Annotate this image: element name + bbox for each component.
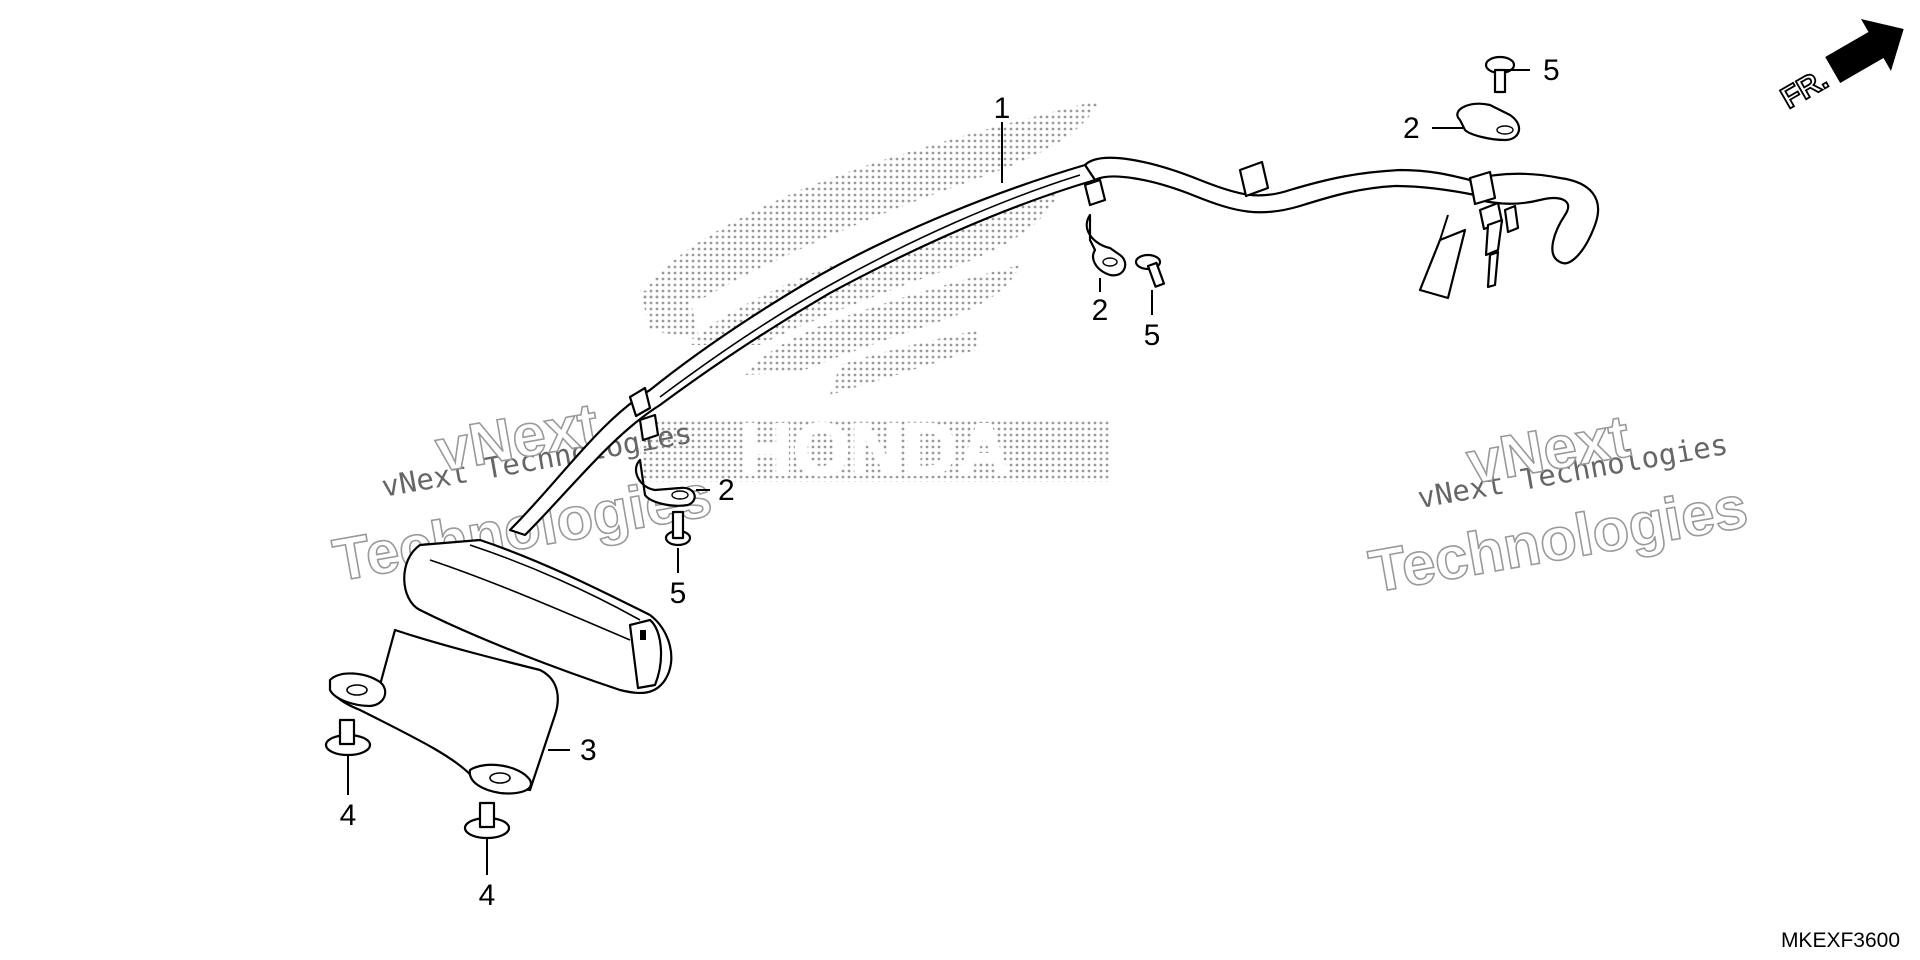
screw-2 [1134,253,1166,288]
front-direction-arrow: FR. [1775,19,1904,116]
callout-5-top: 5 [1543,54,1560,87]
screw-1 [1484,55,1516,94]
harness-band [1238,160,1270,198]
watermark-right: vNext Technologies vNext Technologies [1363,402,1753,607]
bolt-1 [324,718,372,757]
callout-4-left: 4 [340,799,357,832]
connector-boot [1418,228,1467,300]
harness-clamp-1 [1085,213,1127,277]
harness-band-lower [628,386,652,418]
arrow-icon [1825,19,1904,83]
callout-4-right: 4 [479,879,496,912]
license-light-unit [403,538,673,695]
wire-harness [508,156,1600,537]
bolt-2 [463,801,511,840]
honda-wordmark: HONDA [739,408,1010,491]
harness-clamp-2 [634,458,696,507]
connector-plug [1484,218,1504,257]
callout-2-lower: 2 [718,474,735,507]
screw-3 [664,510,692,547]
callout-2-middle: 2 [1092,294,1109,327]
callout-2-top: 2 [1403,112,1420,145]
callout-3: 3 [580,734,597,767]
mounting-bracket [328,628,559,795]
harness-clamp-3 [1456,102,1521,142]
diagram-code: MKEXF3600 [1781,929,1900,952]
honda-wordmark-logo: HONDA [640,407,1110,492]
harness-loop [1468,172,1600,265]
callout-1: 1 [994,92,1011,125]
front-label: FR. [1775,63,1833,116]
callout-5-lower: 5 [670,577,687,610]
leader-lines [347,69,1530,875]
watermark-right-vnext: vNext [1462,402,1635,496]
callout-5-middle: 5 [1144,319,1161,352]
